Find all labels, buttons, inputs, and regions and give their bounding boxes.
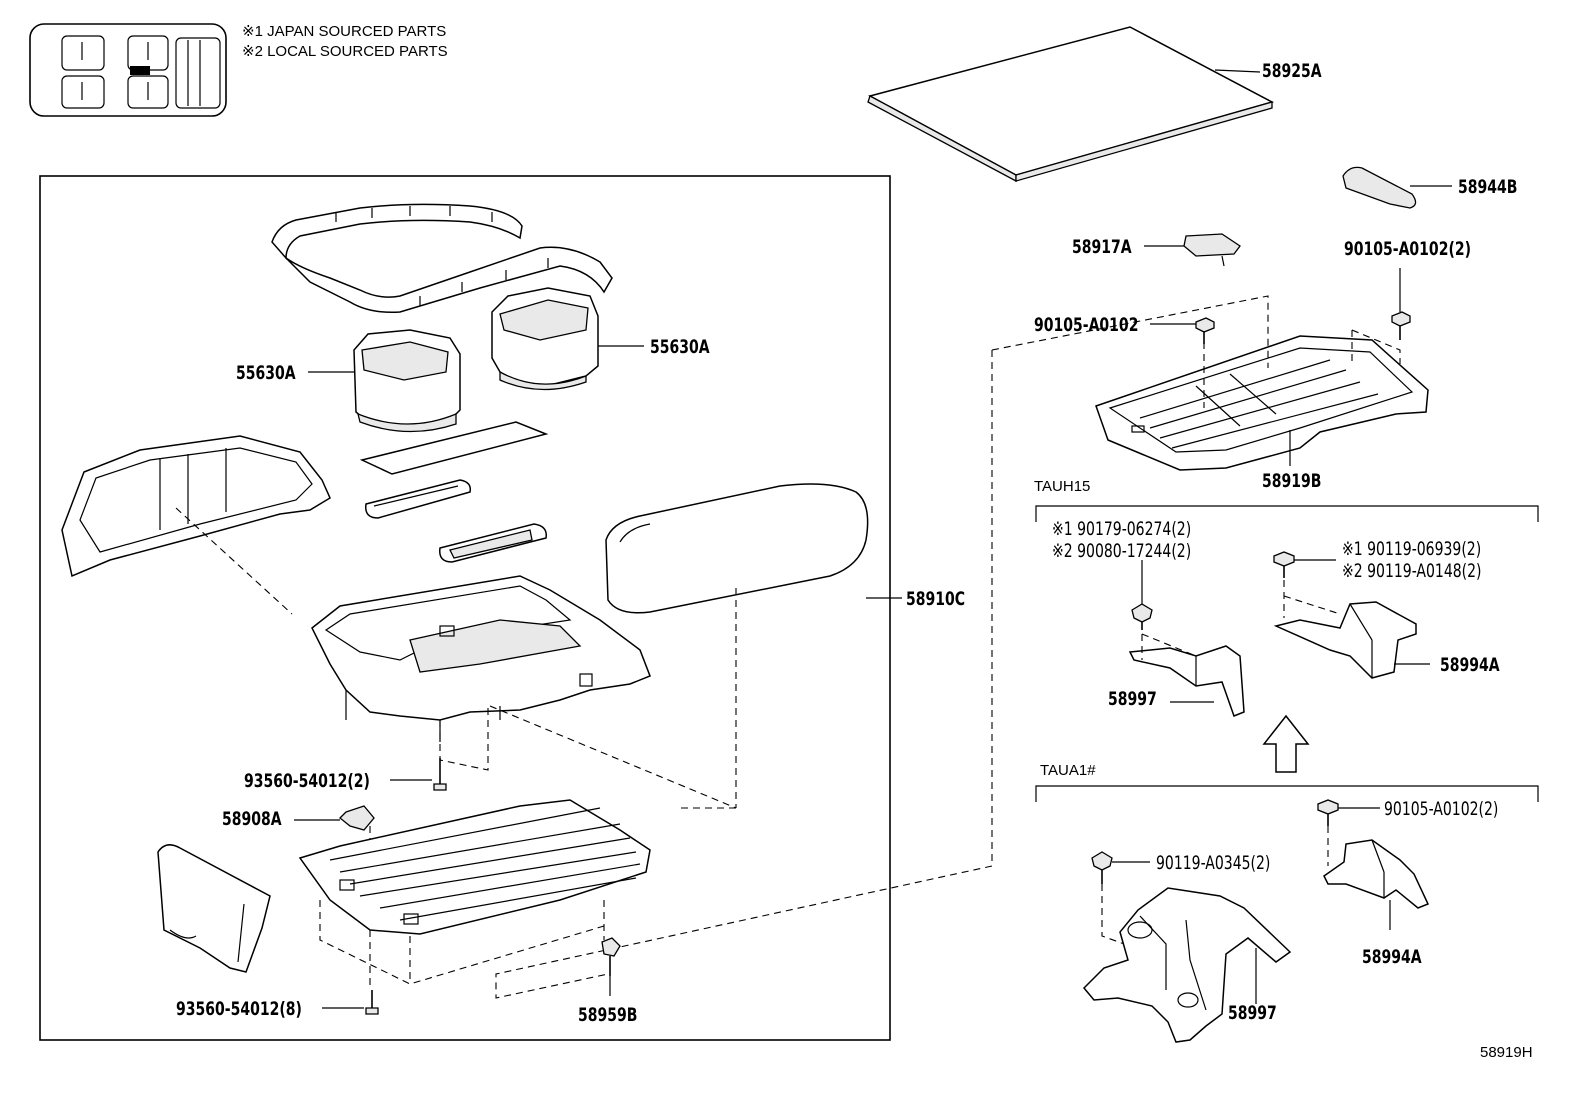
label-90105-a0102-2-top[interactable]: 90105-A0102(2) (1344, 238, 1472, 260)
label-58994a-upper[interactable]: 58994A (1440, 654, 1500, 676)
part-58919b-tray (1095, 335, 1429, 471)
screw-93560-8 (322, 990, 379, 1015)
part-58994a-upper (1273, 580, 1430, 679)
label-93560-54012-8[interactable]: 93560-54012(8) (176, 998, 302, 1020)
label-taua1: TAUA1# (1040, 762, 1096, 779)
label-55630a-right[interactable]: 55630A (650, 336, 710, 358)
label-90119-a0345-2[interactable]: 90119-A0345(2) (1156, 852, 1271, 874)
label-90105-a0102[interactable]: 90105-A0102 (1034, 314, 1139, 336)
label-58908a[interactable]: 58908A (222, 808, 282, 830)
part-58959b (601, 937, 621, 996)
label-58910c[interactable]: 58910C (906, 588, 966, 610)
part-console-upper-body (311, 575, 737, 809)
part-top-trim-rings (271, 203, 613, 314)
diagram-id: 58919H (1480, 1044, 1533, 1061)
part-55630a-left (308, 329, 461, 433)
screw-93560-2 (390, 758, 447, 791)
label-90119-06939-2[interactable]: ※1 90119-06939(2) (1342, 538, 1482, 560)
console-assembly-frame (39, 175, 891, 1041)
part-58944b (1342, 166, 1452, 209)
part-armrest-pad (605, 483, 869, 809)
label-tauh15: TAUH15 (1034, 478, 1091, 495)
bolt-90105-c (1317, 799, 1380, 866)
part-58997-lower (1082, 887, 1292, 1043)
part-lower-left-panel (157, 844, 271, 973)
part-58917a (1144, 233, 1241, 267)
legend-note-2: ※2 LOCAL SOURCED PARTS (242, 43, 448, 60)
label-58917a[interactable]: 58917A (1072, 236, 1132, 258)
label-90119-a0148-2[interactable]: ※2 90119-A0148(2) (1342, 560, 1482, 582)
screw-90105-a (1391, 268, 1411, 340)
label-58959b[interactable]: 58959B (578, 1004, 638, 1026)
label-90105-a0102-2-lower[interactable]: 90105-A0102(2) (1384, 798, 1499, 820)
part-cup-mat (359, 421, 549, 475)
label-58994a-lower[interactable]: 58994A (1362, 946, 1422, 968)
part-left-side-panel (61, 435, 331, 615)
part-55630a-right (491, 287, 644, 391)
legend-notes: ※1 JAPAN SOURCED PARTS ※2 LOCAL SOURCED … (242, 22, 448, 62)
label-58919b[interactable]: 58919B (1262, 470, 1322, 492)
part-58994a-lower (1323, 839, 1430, 930)
label-58997-upper[interactable]: 58997 (1108, 688, 1157, 710)
car-seat-layout-icon (29, 23, 227, 117)
legend-note-1: ※1 JAPAN SOURCED PARTS (242, 23, 447, 40)
label-58925a[interactable]: 58925A (1262, 60, 1322, 82)
label-90080-17244-2[interactable]: ※2 90080-17244(2) (1052, 540, 1192, 562)
bolt-90119-a0345 (1091, 851, 1181, 965)
label-55630a-left[interactable]: 55630A (236, 362, 296, 384)
label-90179-06274-2[interactable]: ※1 90179-06274(2) (1052, 518, 1192, 540)
nut-90179 (1131, 560, 1153, 630)
part-console-lower-tray (298, 799, 651, 990)
bolt-90119-upper (1273, 551, 1336, 578)
part-58925a-mat (867, 26, 1275, 183)
part-small-trays (365, 479, 547, 563)
up-arrow-icon (1262, 714, 1310, 773)
label-58944b[interactable]: 58944B (1458, 176, 1518, 198)
part-58997-upper (1128, 633, 1245, 717)
tauh15-bracket (1035, 505, 1539, 522)
screw-90105-b (1150, 317, 1215, 344)
label-93560-54012-2[interactable]: 93560-54012(2) (244, 770, 370, 792)
label-58997-lower[interactable]: 58997 (1228, 1002, 1277, 1024)
taua1-bracket (1035, 785, 1539, 802)
